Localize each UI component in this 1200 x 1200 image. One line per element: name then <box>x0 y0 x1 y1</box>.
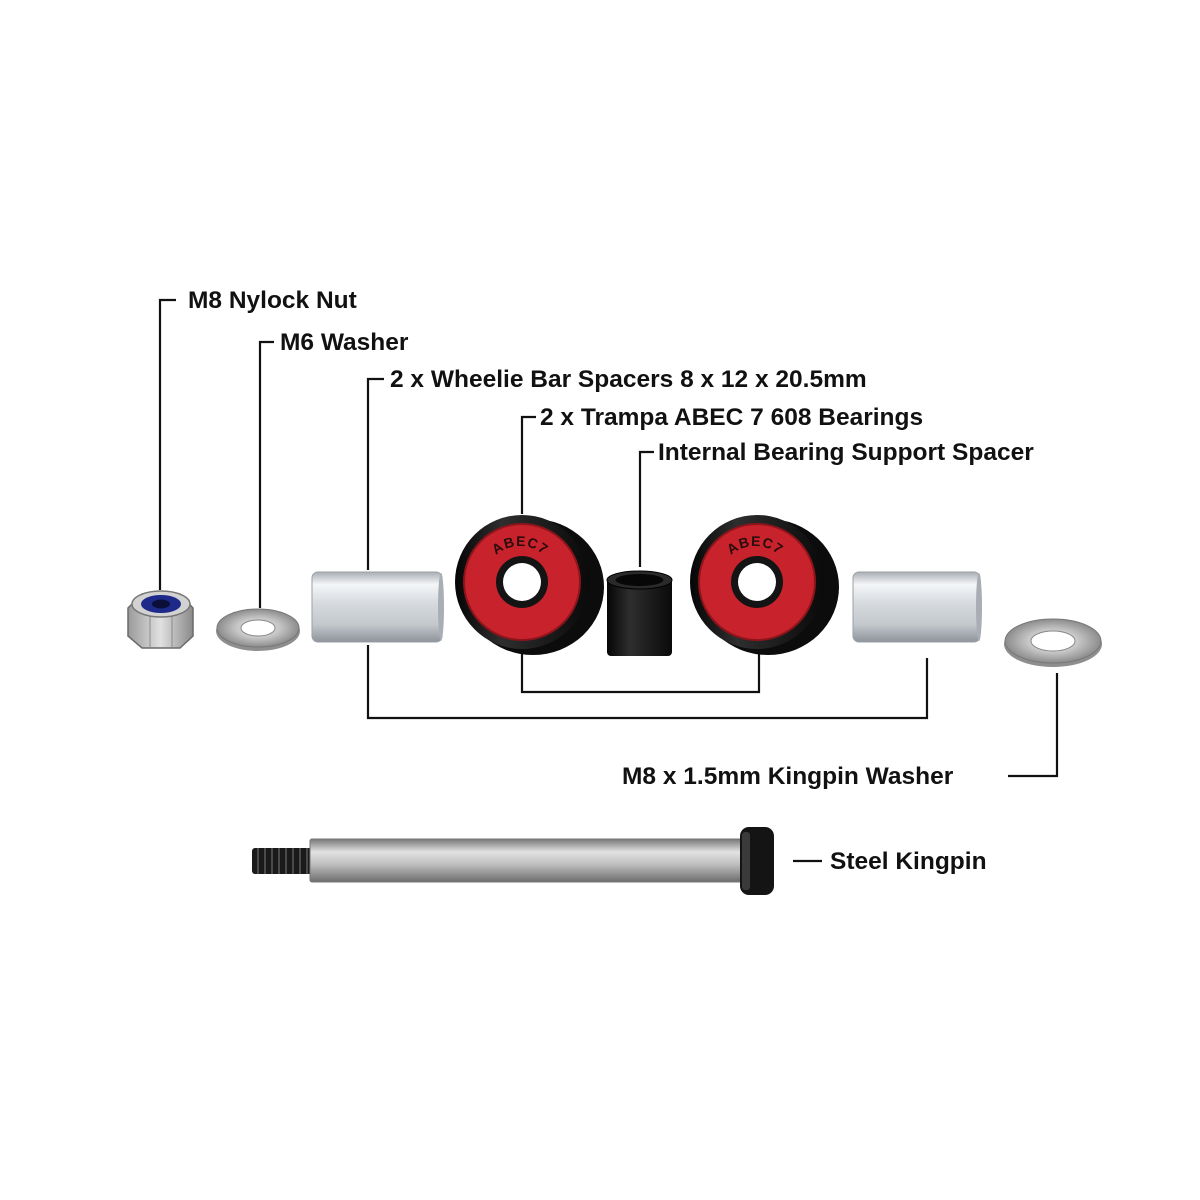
label-m6-washer: M6 Washer <box>280 329 409 356</box>
label-bearings: 2 x Trampa ABEC 7 608 Bearings <box>540 404 923 431</box>
bearing-left-part: ABEC7 <box>455 515 604 655</box>
bracket-bearings <box>520 652 761 694</box>
label-internal-spacer: Internal Bearing Support Spacer <box>658 439 1034 466</box>
wheelie-spacer-left-part <box>311 571 444 643</box>
label-nylock-nut: M8 Nylock Nut <box>188 287 357 314</box>
leader-wheelie-spacers <box>366 377 384 570</box>
leader-bearings <box>520 415 536 514</box>
wheelie-spacer-right-part <box>852 571 982 643</box>
leader-nylock-nut <box>158 298 176 590</box>
m6-washer-part <box>216 608 300 651</box>
label-wheelie-spacers: 2 x Wheelie Bar Spacers 8 x 12 x 20.5mm <box>390 366 867 393</box>
leader-m6-washer <box>258 340 274 608</box>
bracket-wheelie-spacers <box>366 645 929 720</box>
leader-kingpin-washer <box>1008 673 1059 778</box>
label-steel-kingpin: Steel Kingpin <box>830 848 987 875</box>
bearing-right-part: ABEC7 <box>690 515 839 655</box>
leader-internal-spacer <box>638 450 654 567</box>
steel-kingpin-part <box>252 827 774 895</box>
kingpin-washer-part <box>1004 618 1102 667</box>
nylock-nut-part <box>127 590 194 649</box>
internal-spacer-part <box>606 570 673 656</box>
leader-lines <box>158 298 1059 863</box>
label-kingpin-washer: M8 x 1.5mm Kingpin Washer <box>622 763 954 790</box>
